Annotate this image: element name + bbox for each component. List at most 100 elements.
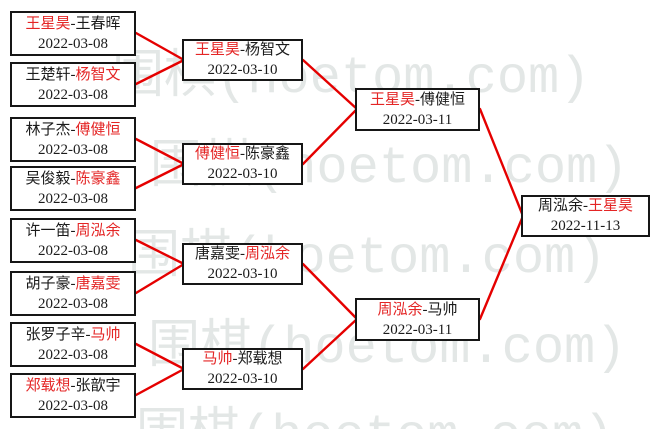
match-date: 2022-03-08: [38, 190, 108, 207]
match-players: 马帅-郑载想: [184, 349, 301, 369]
player2: 周泓余: [245, 246, 291, 262]
match-box-r2-3[interactable]: 唐嘉雯-周泓余 2022-03-10: [182, 243, 303, 285]
match-date: 2022-03-10: [207, 266, 278, 282]
separator: -: [232, 351, 238, 367]
match-date: 2022-03-08: [38, 242, 108, 259]
match-players: 许一笛-周泓余: [12, 221, 134, 241]
player2: 马帅: [427, 301, 458, 318]
player1: 马帅: [202, 351, 233, 367]
match-box-r1-1[interactable]: 王星昊-王春晖 2022-03-08: [10, 11, 136, 56]
match-players: 张罗子辛-马帅: [12, 325, 134, 345]
separator: -: [240, 246, 245, 262]
match-date: 2022-03-11: [382, 321, 453, 338]
connector-line: [301, 317, 359, 371]
match-date: 2022-03-08: [38, 141, 108, 158]
player2: 傅健恒: [420, 91, 466, 108]
match-players: 周泓余-马帅: [357, 300, 478, 320]
player1: 周泓余: [377, 301, 423, 318]
match-players: 郑载想-张歆宇: [12, 376, 134, 396]
match-box-sf-2[interactable]: 周泓余-马帅 2022-03-11: [355, 298, 480, 341]
separator: -: [70, 66, 76, 83]
match-date: 2022-03-08: [38, 35, 108, 52]
player1: 吴俊毅: [25, 170, 71, 187]
match-box-r1-7[interactable]: 张罗子辛-马帅 2022-03-08: [10, 322, 136, 367]
separator: -: [240, 42, 245, 58]
player2: 杨智文: [245, 42, 291, 58]
match-box-r2-4[interactable]: 马帅-郑载想 2022-03-10: [182, 348, 303, 390]
player2: 张歆宇: [75, 377, 121, 394]
player1: 傅健恒: [194, 146, 240, 162]
connector-line: [134, 58, 186, 86]
player2: 周泓余: [75, 222, 121, 239]
connector-line: [301, 107, 359, 166]
connector-line: [478, 214, 525, 321]
match-date: 2022-03-08: [38, 295, 108, 312]
match-players: 唐嘉雯-周泓余: [184, 244, 301, 264]
separator: -: [415, 91, 420, 108]
separator: -: [70, 222, 76, 239]
connector-line: [301, 262, 359, 321]
match-box-r1-2[interactable]: 王楚轩-杨智文 2022-03-08: [10, 62, 136, 107]
match-box-r2-2[interactable]: 傅健恒-陈豪鑫 2022-03-10: [182, 143, 303, 185]
player1: 许一笛: [25, 222, 71, 239]
player1: 王星昊: [369, 91, 415, 108]
match-box-sf-1[interactable]: 王星昊-傅健恒 2022-03-11: [355, 88, 480, 131]
match-players: 周泓余-王星昊: [523, 196, 648, 216]
connector-line: [134, 162, 186, 190]
match-date: 2022-03-08: [38, 86, 108, 103]
match-box-r1-5[interactable]: 许一笛-周泓余 2022-03-08: [10, 218, 136, 263]
connector-line: [478, 107, 525, 218]
match-date: 2022-03-08: [38, 346, 108, 363]
connector-line: [134, 238, 186, 266]
connector-line: [301, 58, 359, 111]
match-date: 2022-11-13: [550, 218, 621, 234]
player1: 王星昊: [25, 15, 71, 32]
match-box-final[interactable]: 周泓余-王星昊 2022-11-13: [521, 195, 650, 237]
player2: 马帅: [90, 326, 121, 343]
match-date: 2022-03-11: [382, 111, 453, 128]
match-box-r1-4[interactable]: 吴俊毅-陈豪鑫 2022-03-08: [10, 166, 136, 211]
match-box-r1-3[interactable]: 林子杰-傅健恒 2022-03-08: [10, 117, 136, 162]
connector-line: [134, 262, 186, 295]
match-box-r1-8[interactable]: 郑载想-张歆宇 2022-03-08: [10, 373, 136, 418]
player1: 林子杰: [25, 121, 71, 138]
separator: -: [70, 377, 76, 394]
match-players: 王星昊-杨智文: [184, 40, 301, 60]
player1: 周泓余: [537, 198, 583, 214]
connector-line: [134, 137, 186, 166]
match-date: 2022-03-10: [207, 62, 278, 78]
match-box-r2-1[interactable]: 王星昊-杨智文 2022-03-10: [182, 39, 303, 81]
match-players: 王星昊-王春晖: [12, 14, 134, 34]
match-players: 林子杰-傅健恒: [12, 120, 134, 140]
player1: 唐嘉雯: [194, 246, 240, 262]
connector-line: [134, 31, 186, 62]
match-players: 王楚轩-杨智文: [12, 65, 134, 85]
separator: -: [70, 170, 76, 187]
player2: 陈豪鑫: [75, 170, 121, 187]
separator: -: [85, 326, 91, 343]
connector-line: [134, 342, 186, 371]
match-date: 2022-03-08: [38, 397, 108, 414]
player2: 傅健恒: [75, 121, 121, 138]
separator: -: [583, 198, 588, 214]
player1: 王星昊: [194, 42, 240, 58]
player2: 杨智文: [75, 66, 121, 83]
player1: 胡子豪: [25, 275, 71, 292]
player1: 郑载想: [25, 377, 71, 394]
match-box-r1-6[interactable]: 胡子豪-唐嘉雯 2022-03-08: [10, 271, 136, 316]
separator: -: [70, 121, 76, 138]
separator: -: [422, 301, 428, 318]
match-players: 吴俊毅-陈豪鑫: [12, 169, 134, 189]
player2: 王春晖: [75, 15, 121, 32]
match-date: 2022-03-10: [207, 166, 278, 182]
match-players: 傅健恒-陈豪鑫: [184, 144, 301, 164]
separator: -: [70, 15, 76, 32]
player1: 王楚轩: [25, 66, 71, 83]
match-players: 胡子豪-唐嘉雯: [12, 274, 134, 294]
player1: 张罗子辛: [25, 326, 86, 343]
player2: 唐嘉雯: [75, 275, 121, 292]
player2: 郑载想: [237, 351, 283, 367]
connector-line: [134, 367, 186, 397]
match-players: 王星昊-傅健恒: [357, 90, 478, 110]
